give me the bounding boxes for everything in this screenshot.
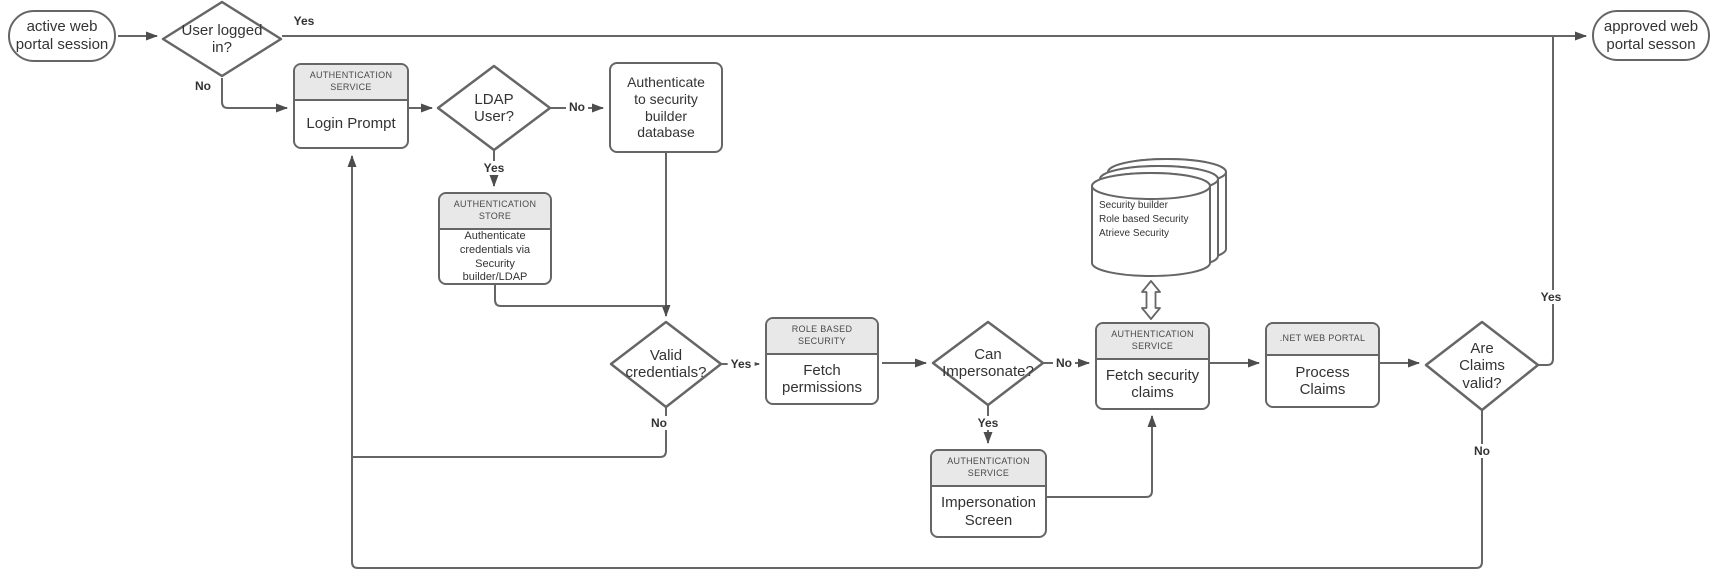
- process-process-claims: .NET WEB PORTAL Process Claims: [1265, 322, 1380, 408]
- edge-label-can-impersonate-yes: Yes: [974, 416, 1002, 430]
- process-auth-store-body: Authenticate credentials via Security bu…: [459, 230, 531, 284]
- edge-label-user-logged-in-no: No: [192, 79, 214, 93]
- edge-label-claims-valid-yes: Yes: [1537, 290, 1565, 304]
- process-fetch-claims: AUTHENTICATION SERVICE Fetch security cl…: [1095, 322, 1210, 410]
- connector-valid-no: [353, 407, 667, 458]
- database-cylinder-front: [1091, 172, 1211, 277]
- process-impersonation-screen: AUTHENTICATION SERVICE Impersonation Scr…: [930, 449, 1047, 538]
- bidirectional-arrow: [1141, 280, 1161, 320]
- process-authenticate-db: Authenticate to security builder databas…: [609, 62, 723, 153]
- connector-claims-yes: [1538, 37, 1554, 366]
- decision-user-logged-in-shape: [161, 0, 283, 78]
- edge-label-valid-credentials-no: No: [648, 416, 670, 430]
- database-stack: [1091, 158, 1227, 277]
- database-security-label: Security builder Role based Security Atr…: [1099, 200, 1189, 239]
- process-impersonation-screen-body: Impersonation Screen: [940, 494, 1037, 529]
- process-login-prompt-header: AUTHENTICATION SERVICE: [295, 65, 407, 101]
- process-process-claims-header: .NET WEB PORTAL: [1267, 324, 1378, 356]
- process-auth-store: AUTHENTICATION STORE Authenticate creden…: [438, 192, 552, 285]
- process-fetch-claims-header: AUTHENTICATION SERVICE: [1097, 324, 1208, 360]
- process-login-prompt-body: Login Prompt: [306, 115, 396, 133]
- process-impersonation-screen-header: AUTHENTICATION SERVICE: [932, 451, 1045, 487]
- decision-ldap-user-shape: [436, 64, 552, 152]
- decision-valid-credentials-label: Valid credentials?: [625, 346, 707, 381]
- decision-valid-credentials-shape: [609, 320, 723, 409]
- process-fetch-permissions: ROLE BASED SECURITY Fetch permissions: [765, 317, 879, 405]
- connector-user-logged-in-no: [221, 78, 288, 113]
- connector-claims-no-feedback: [347, 155, 1483, 569]
- connector-store-join: [494, 285, 665, 307]
- edge-label-can-impersonate-no: No: [1053, 356, 1075, 370]
- process-fetch-claims-body: Fetch security claims: [1105, 366, 1200, 401]
- decision-user-logged-in-label: User logged in?: [181, 21, 263, 56]
- process-fetch-permissions-body: Fetch permissions: [781, 361, 863, 396]
- edge-label-ldap-user-yes: Yes: [480, 161, 508, 175]
- process-authenticate-db-body: Authenticate to security builder databas…: [627, 73, 705, 141]
- edge-label-valid-credentials-yes: Yes: [727, 357, 755, 371]
- decision-claims-valid-label: Are Claims valid?: [1459, 340, 1505, 392]
- process-process-claims-body: Process Claims: [1295, 363, 1350, 398]
- decision-claims-valid-shape: [1424, 320, 1540, 412]
- edge-label-user-logged-in-yes: Yes: [290, 14, 318, 28]
- terminator-start: active web portal session: [8, 10, 116, 62]
- decision-can-impersonate-label: Can Impersonate?: [942, 345, 1034, 380]
- process-fetch-permissions-header: ROLE BASED SECURITY: [767, 319, 877, 355]
- terminator-end: approved web portal sesson: [1592, 10, 1710, 61]
- edge-label-claims-valid-no: No: [1471, 444, 1493, 458]
- edge-label-ldap-user-no: No: [566, 100, 588, 114]
- process-auth-store-header: AUTHENTICATION STORE: [440, 194, 550, 230]
- connector-impersonation-to-claims: [1047, 415, 1157, 498]
- decision-ldap-user-label: LDAP User?: [473, 90, 514, 125]
- decision-can-impersonate-shape: [931, 320, 1045, 407]
- process-login-prompt: AUTHENTICATION SERVICE Login Prompt: [293, 63, 409, 149]
